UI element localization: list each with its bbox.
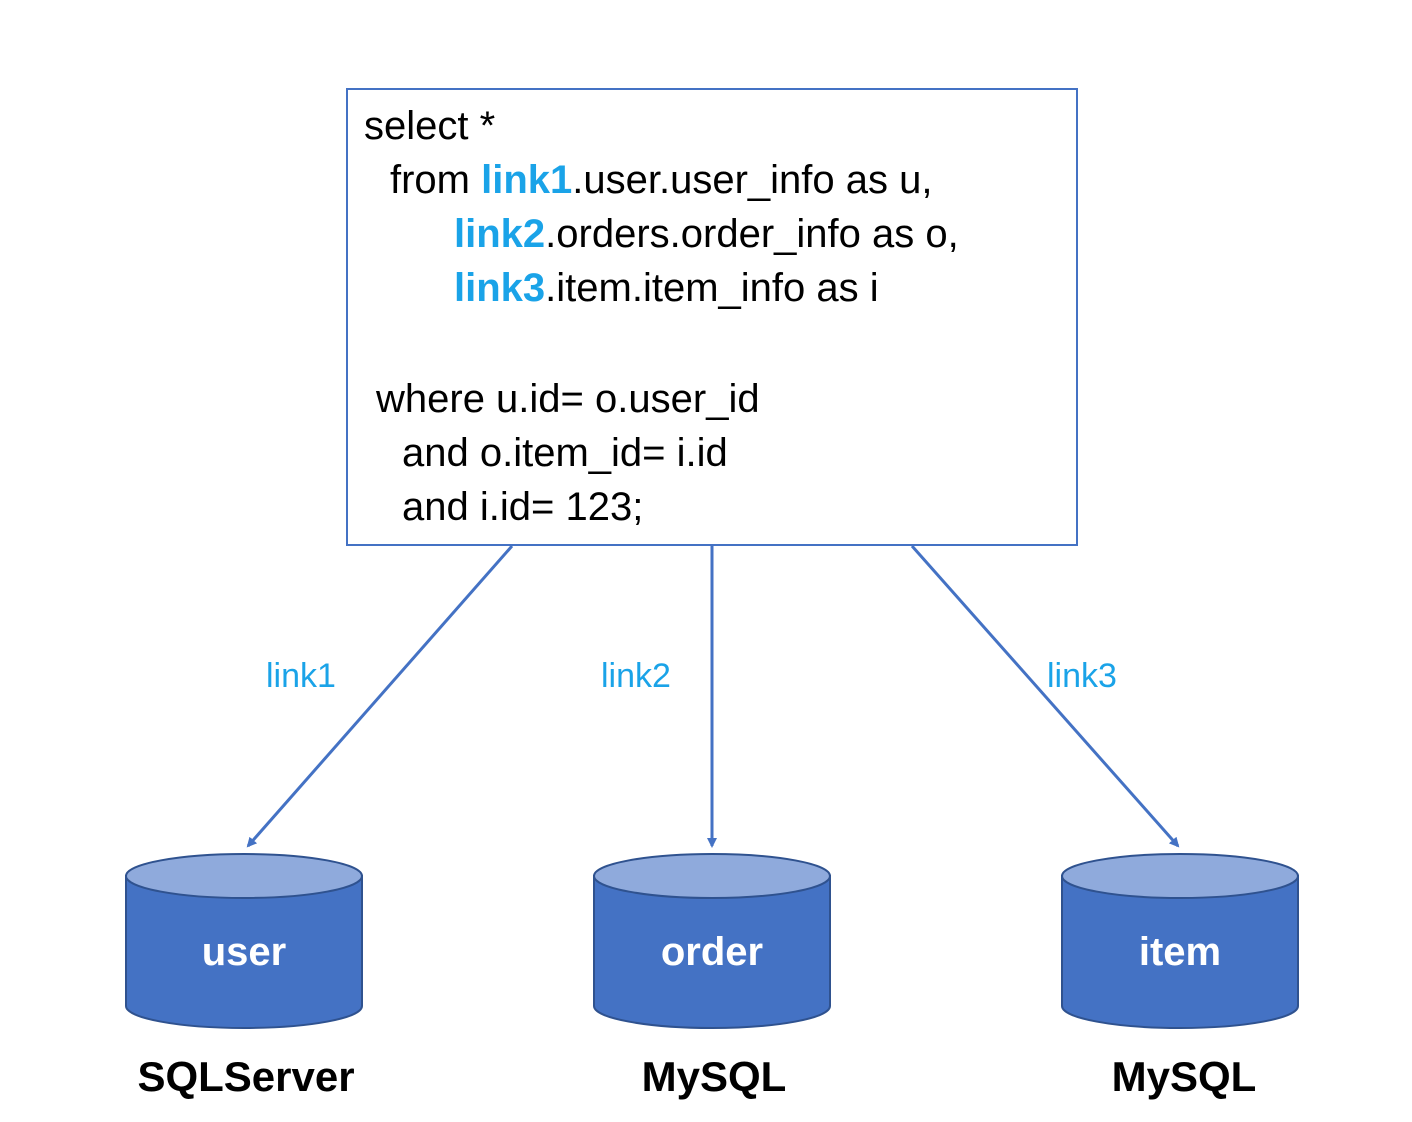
link2-label: link2 <box>601 657 671 695</box>
sql-line-where: where u.id= o.user_id <box>376 377 760 421</box>
engine-mysql-order-label: MySQL <box>641 1053 787 1100</box>
sql-line-from: from link1.user.user_info as u, <box>390 158 933 202</box>
database-order-label: order <box>660 930 764 974</box>
sql-query-box: select * from link1.user.user_info as u,… <box>346 88 1078 546</box>
sql-link1-keyword: link1 <box>481 158 573 202</box>
engine-mysql-item-label: MySQL <box>1111 1053 1257 1100</box>
sql-line-and-item: and o.item_id= i.id <box>402 431 728 475</box>
sql-line-and-id: and i.id= 123; <box>402 485 644 529</box>
sql-line-link3: link3.item.item_info as i <box>454 266 879 310</box>
link1-label: link1 <box>266 657 336 695</box>
sql-link3-keyword: link3 <box>454 266 546 310</box>
database-order-cylinder <box>593 853 831 1029</box>
engine-sqlserver-label: SQLServer <box>137 1053 355 1100</box>
database-item-cylinder <box>1061 853 1299 1029</box>
sql-line-link2: link2.orders.order_info as o, <box>454 212 959 256</box>
database-item-label: item <box>1138 930 1222 974</box>
sql-link2-keyword: link2 <box>454 212 546 256</box>
sql-line-select: select * <box>364 104 496 148</box>
arrow-link3 <box>910 545 1180 848</box>
database-user-label: user <box>201 930 287 974</box>
arrow-link1 <box>246 545 514 848</box>
link3-label: link3 <box>1047 657 1117 695</box>
database-user-cylinder <box>125 853 363 1029</box>
